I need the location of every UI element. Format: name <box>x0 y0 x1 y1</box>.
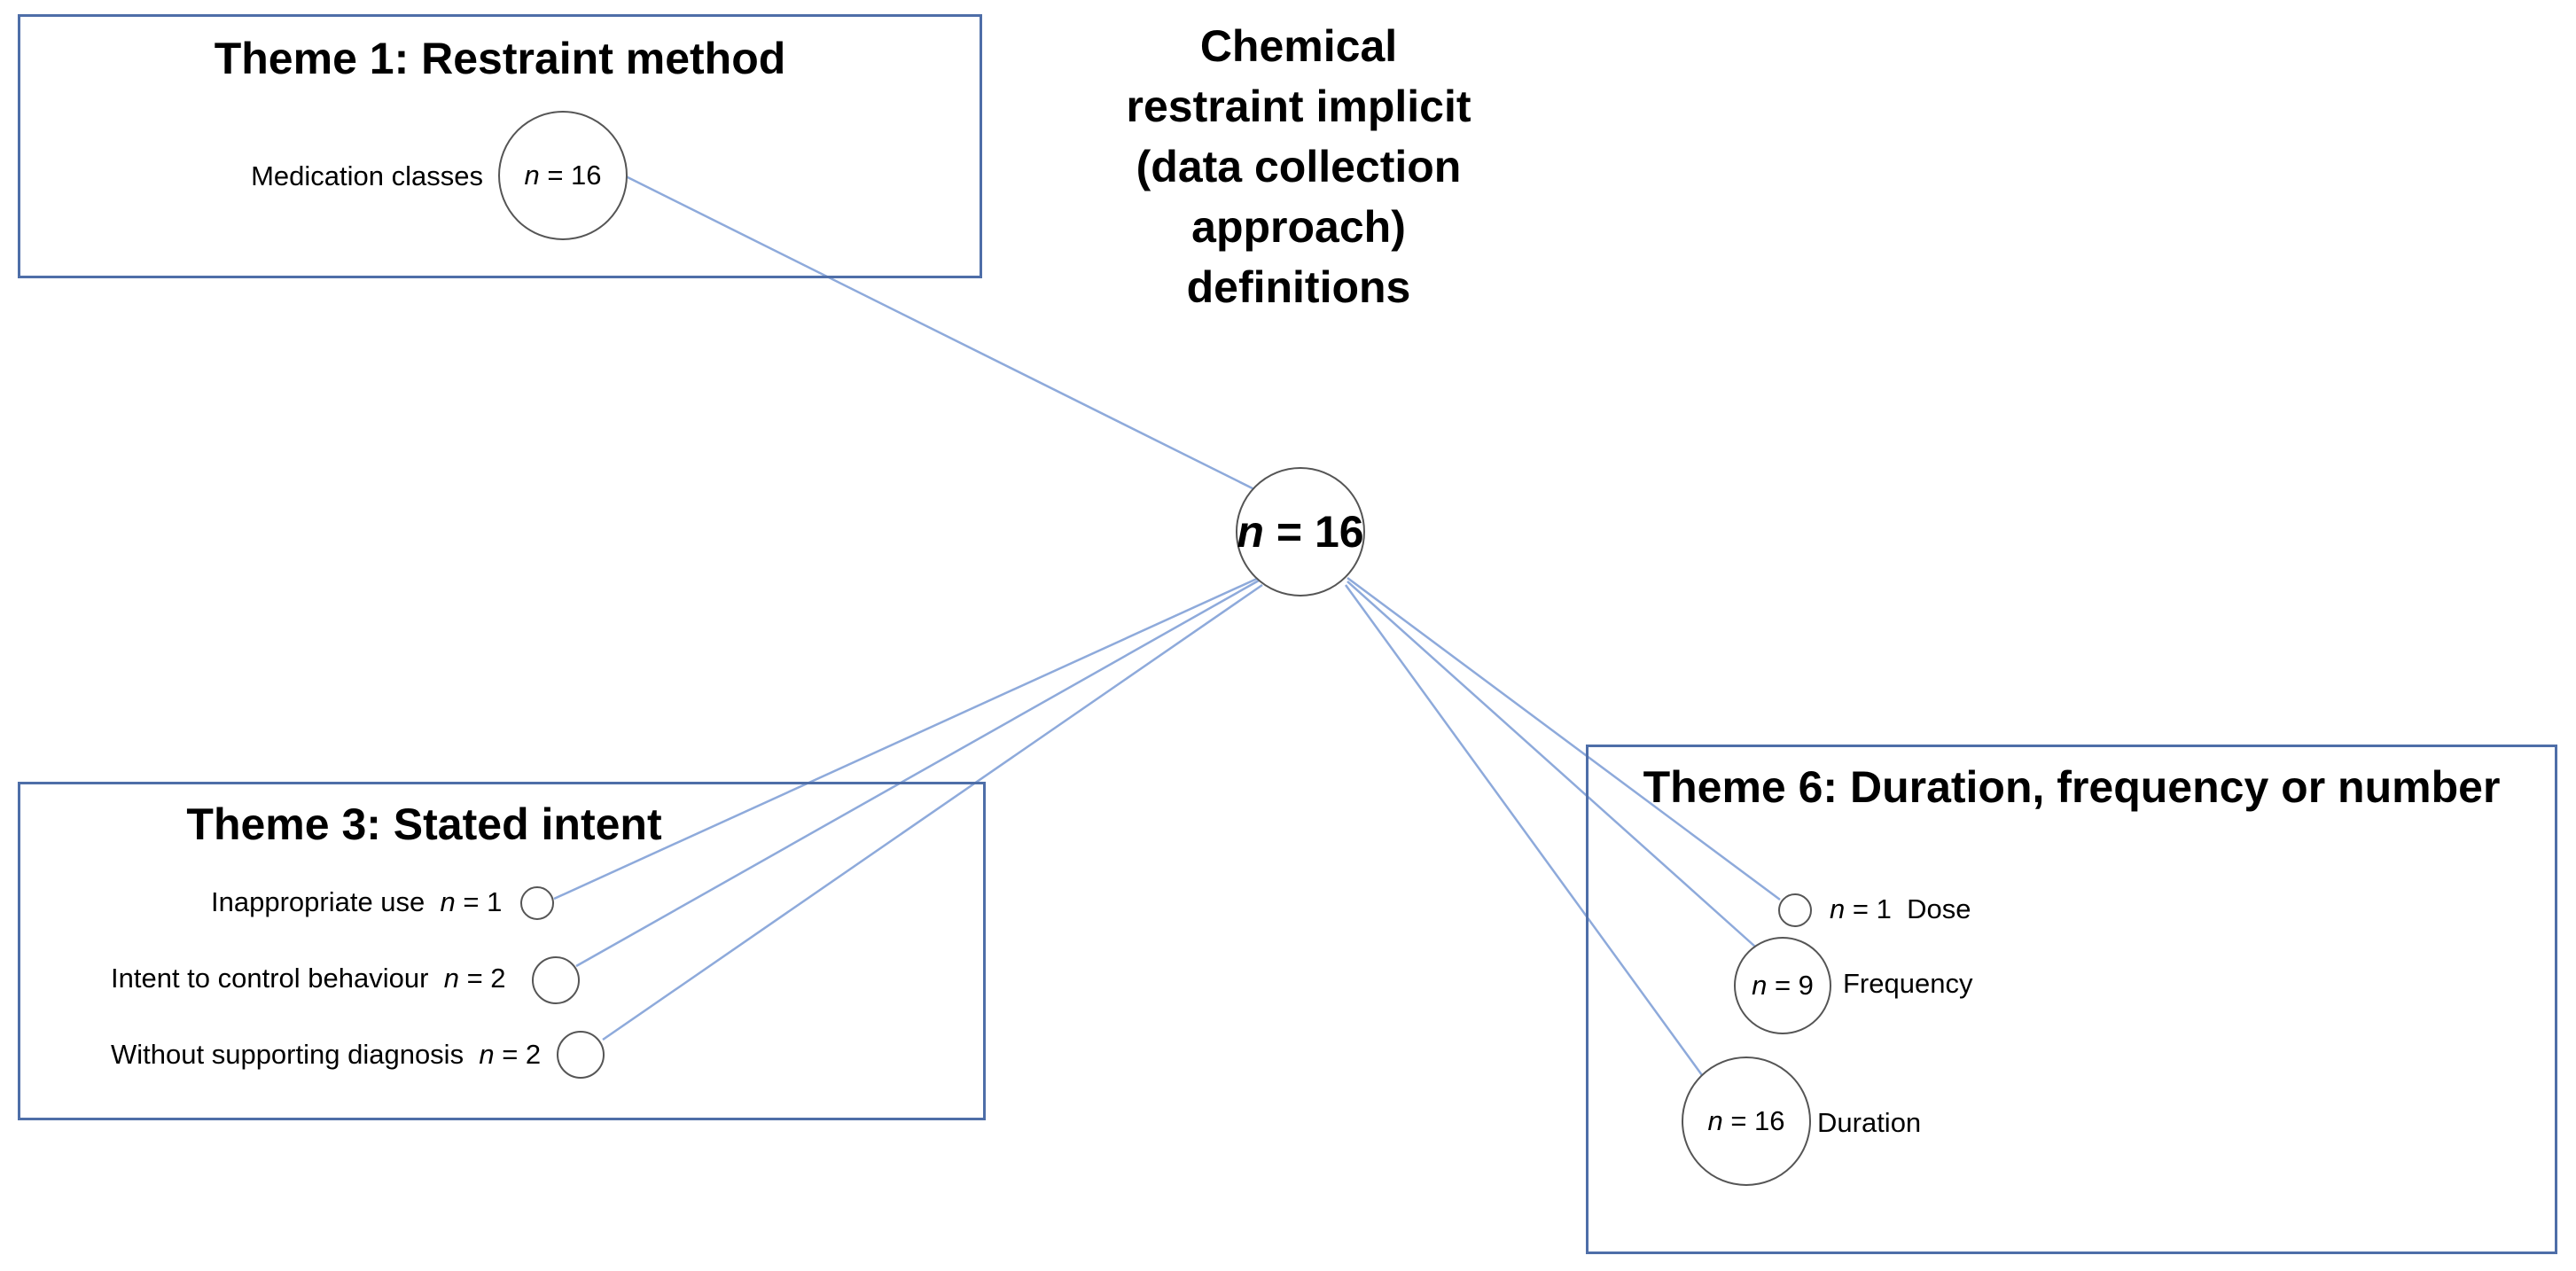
theme-6-title: Theme 6: Duration, frequency or number <box>1643 762 2501 812</box>
duration-value: = 16 <box>1730 1105 1785 1136</box>
frequency-value: = 9 <box>1774 970 1814 1001</box>
medication-classes-value: = 16 <box>547 160 602 191</box>
intent-to-control-text: Intent to control behaviour <box>111 963 429 994</box>
theme-6-box: Theme 6: Duration, frequency or number <box>1586 745 2557 1254</box>
medication-classes-circle: n = 16 <box>498 111 628 240</box>
frequency-n: n <box>1752 970 1768 1001</box>
medication-classes-label: Medication classes <box>251 160 483 191</box>
center-title: Chemical restraint implicit (data collec… <box>1126 21 1471 312</box>
dose-label: n = 1 Dose <box>1830 892 1971 927</box>
without-diagnosis-label: Without supporting diagnosis n = 2 <box>111 1037 541 1072</box>
theme-3-box: Theme 3: Stated intent <box>18 782 986 1120</box>
connector-inappropriate-use <box>553 576 1260 901</box>
theme-1-box: Theme 1: Restraint method <box>18 14 982 278</box>
inappropriate-use-circle <box>520 886 554 920</box>
without-diagnosis-value: = 2 <box>502 1039 542 1070</box>
inappropriate-use-value: = 1 <box>463 886 503 917</box>
without-diagnosis-n: n <box>479 1039 495 1070</box>
center-count-value: = 16 <box>1276 507 1364 557</box>
frequency-label: Frequency <box>1843 968 1973 999</box>
dose-text: Dose <box>1907 893 1971 924</box>
intent-to-control-label: Intent to control behaviour n = 2 <box>111 961 506 996</box>
inappropriate-use-text: Inappropriate use <box>211 886 425 917</box>
dose-value: = 1 <box>1852 893 1892 924</box>
medication-classes-n: n <box>524 160 540 191</box>
connector-duration <box>1344 584 1704 1076</box>
inappropriate-use-n: n <box>440 886 456 917</box>
intent-to-control-n: n <box>443 963 459 994</box>
center-count-n: n <box>1237 507 1264 557</box>
duration-label: Duration <box>1817 1107 1922 1138</box>
connector-intent-to-control <box>575 579 1260 968</box>
center-count-circle: n = 16 <box>1236 467 1365 597</box>
connector-without-diagnosis <box>602 583 1263 1041</box>
duration-n: n <box>1707 1105 1723 1136</box>
theme-1-title: Theme 1: Restraint method <box>214 34 786 83</box>
duration-circle: n = 16 <box>1682 1057 1811 1186</box>
frequency-circle: n = 9 <box>1734 937 1831 1034</box>
connector-medication-classes <box>623 174 1257 492</box>
without-diagnosis-text: Without supporting diagnosis <box>111 1039 464 1070</box>
inappropriate-use-label: Inappropriate use n = 1 <box>211 885 502 920</box>
connector-dose <box>1347 576 1781 901</box>
intent-to-control-circle <box>532 956 580 1004</box>
without-diagnosis-circle <box>557 1031 605 1079</box>
theme-3-title: Theme 3: Stated intent <box>186 799 662 849</box>
dose-n: n <box>1830 893 1846 924</box>
intent-to-control-value: = 2 <box>466 963 506 994</box>
dose-circle <box>1778 893 1812 927</box>
connector-frequency <box>1347 581 1756 947</box>
